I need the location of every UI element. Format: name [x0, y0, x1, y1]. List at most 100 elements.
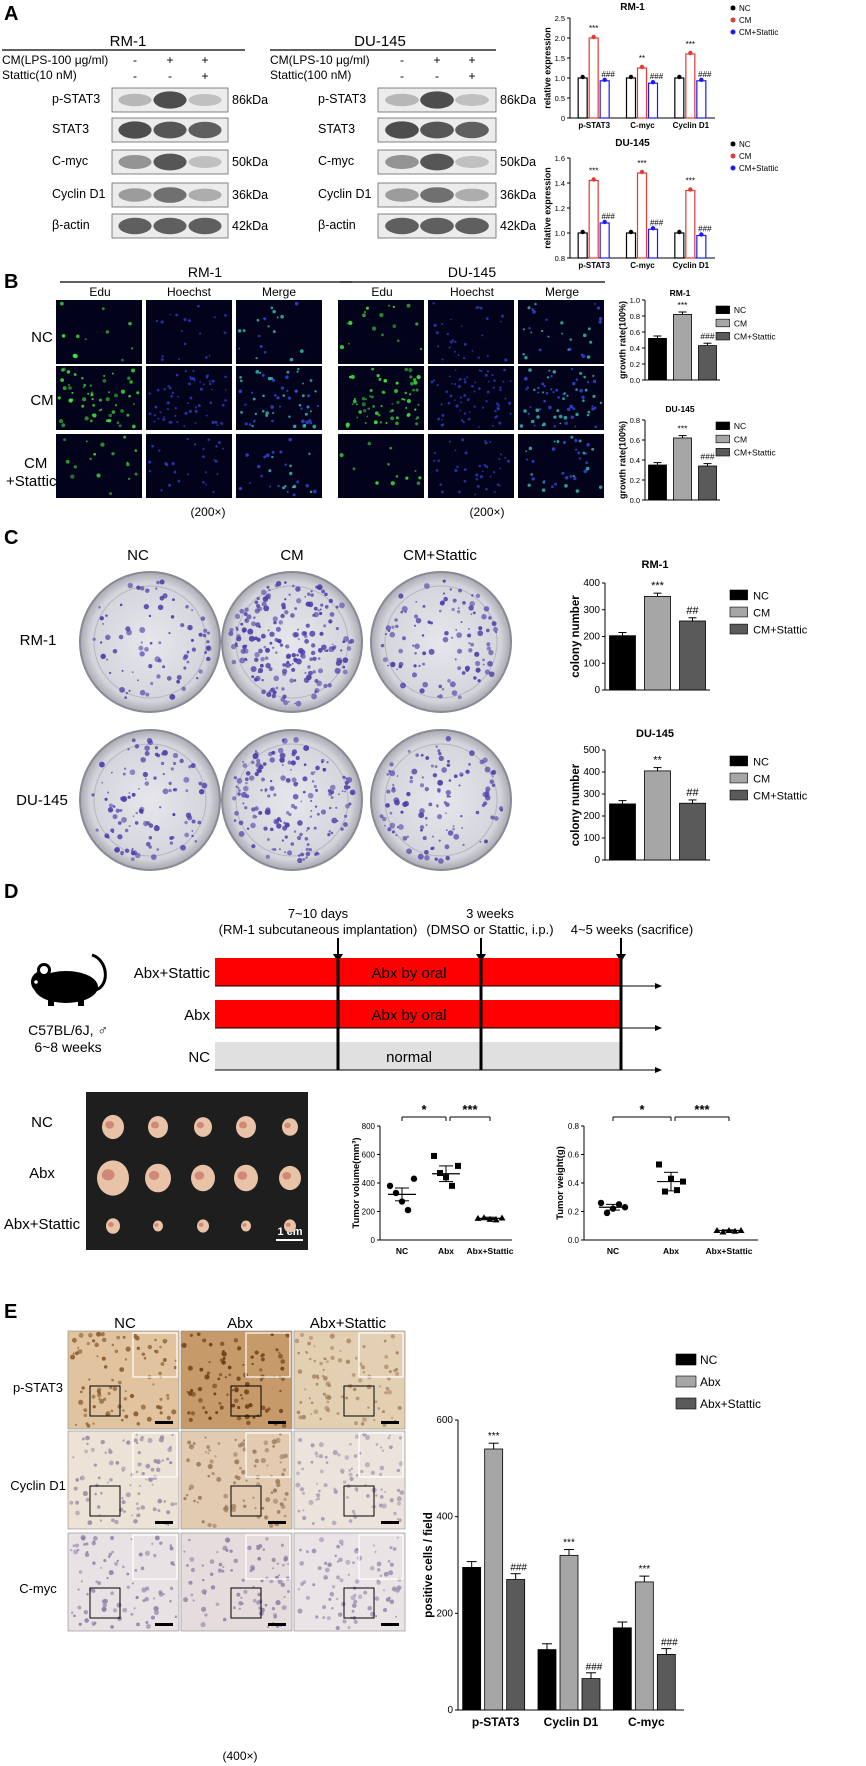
- cell-dot: [166, 408, 170, 411]
- colony: [145, 692, 150, 697]
- cell-dot: [348, 320, 353, 326]
- nucleus: [129, 1393, 135, 1399]
- legend-label: Abx: [700, 1375, 721, 1389]
- colony: [305, 847, 309, 851]
- cell-dot: [591, 447, 595, 451]
- timeline-bar-text-3: normal: [386, 1049, 432, 1066]
- sig-label: ***: [462, 1102, 478, 1117]
- colony: [421, 634, 425, 637]
- cell-dot: [370, 395, 374, 399]
- cell-dot: [489, 475, 492, 478]
- colony: [391, 786, 395, 790]
- colony: [263, 826, 268, 831]
- colony: [468, 642, 471, 645]
- cell-dot: [271, 378, 276, 382]
- blot-band: [188, 156, 222, 168]
- nucleus: [114, 1519, 119, 1525]
- colony: [310, 650, 316, 656]
- colony: [387, 664, 389, 667]
- colony: [409, 776, 413, 780]
- nucleus: [147, 1344, 153, 1350]
- nucleus: [85, 1550, 89, 1554]
- timeline-bar-text-1: Abx by oral: [371, 965, 446, 982]
- colony: [254, 651, 260, 658]
- cell-dot: [593, 406, 597, 410]
- nucleus: [311, 1522, 315, 1525]
- cell-dot: [101, 307, 105, 311]
- nucleus: [81, 1386, 85, 1390]
- nucleus: [135, 1470, 139, 1474]
- nucleus: [382, 1589, 386, 1592]
- nucleus: [324, 1357, 327, 1361]
- ihc-zoom-box: [343, 1485, 375, 1517]
- nucleus: [137, 1462, 142, 1467]
- colony: [292, 793, 299, 800]
- colony: [237, 787, 240, 789]
- colony: [285, 811, 290, 815]
- nucleus: [166, 1415, 171, 1420]
- nucleus: [139, 1437, 144, 1442]
- tumor-row-abx-stattic: Abx+Stattic: [4, 1216, 81, 1233]
- colony: [310, 809, 313, 812]
- nucleus: [242, 1363, 245, 1366]
- colony: [139, 689, 146, 696]
- cell-dot: [175, 313, 179, 317]
- edu-col-merge-rm1: Merge: [262, 285, 296, 299]
- nucleus: [148, 1476, 154, 1482]
- nucleus: [174, 1615, 178, 1618]
- cell-dot: [188, 382, 192, 386]
- cell-dot: [216, 424, 219, 427]
- colony: [234, 810, 239, 816]
- blot-row-label: C-myc: [52, 154, 88, 168]
- cell-dot: [382, 391, 386, 394]
- y-axis-title: positive cells / field: [423, 1512, 435, 1617]
- cell-dot: [536, 391, 539, 394]
- nucleus: [372, 1544, 376, 1547]
- colony: [457, 695, 462, 700]
- colony: [302, 790, 306, 794]
- colony: [275, 686, 279, 690]
- colony: [336, 659, 342, 666]
- cell-dot: [478, 369, 482, 372]
- colony: [155, 587, 158, 590]
- colony: [158, 641, 162, 645]
- micrograph-tile: [518, 434, 604, 498]
- cell-dot: [552, 370, 557, 374]
- sig-label: *: [421, 1102, 427, 1117]
- bar: [612, 1627, 632, 1711]
- nucleus: [77, 1349, 83, 1355]
- nucleus: [278, 1353, 283, 1359]
- cell-dot: [545, 391, 549, 395]
- colony: [144, 745, 150, 751]
- nucleus: [264, 1515, 269, 1520]
- colony: [394, 618, 398, 622]
- cell-dot: [68, 398, 73, 403]
- cell-dot: [466, 376, 468, 379]
- edu-row-nc: NC: [31, 329, 53, 346]
- cell-dot: [345, 422, 350, 427]
- colony: [482, 757, 488, 763]
- cell-dot: [362, 313, 366, 318]
- colony: [319, 611, 323, 616]
- colony: [148, 845, 152, 849]
- colony: [120, 850, 125, 855]
- nucleus: [170, 1502, 175, 1507]
- cell-dot: [484, 373, 488, 377]
- cell-dot: [463, 342, 467, 346]
- blot-sign: +: [468, 69, 475, 83]
- cell-dot: [163, 415, 165, 418]
- nucleus: [264, 1603, 268, 1607]
- cell-dot: [292, 493, 296, 497]
- cell-dot: [531, 308, 534, 311]
- colony: [477, 630, 484, 637]
- nucleus: [326, 1616, 331, 1621]
- colony: [144, 777, 147, 780]
- cell-dot: [448, 375, 451, 378]
- bar: [559, 1554, 579, 1711]
- colony: [305, 623, 310, 628]
- cell-dot: [68, 384, 70, 386]
- nucleus: [86, 1442, 89, 1445]
- nucleus: [316, 1493, 321, 1498]
- colony: [305, 856, 308, 859]
- ihc-row-cyclind1: Cyclin D1: [10, 1478, 66, 1493]
